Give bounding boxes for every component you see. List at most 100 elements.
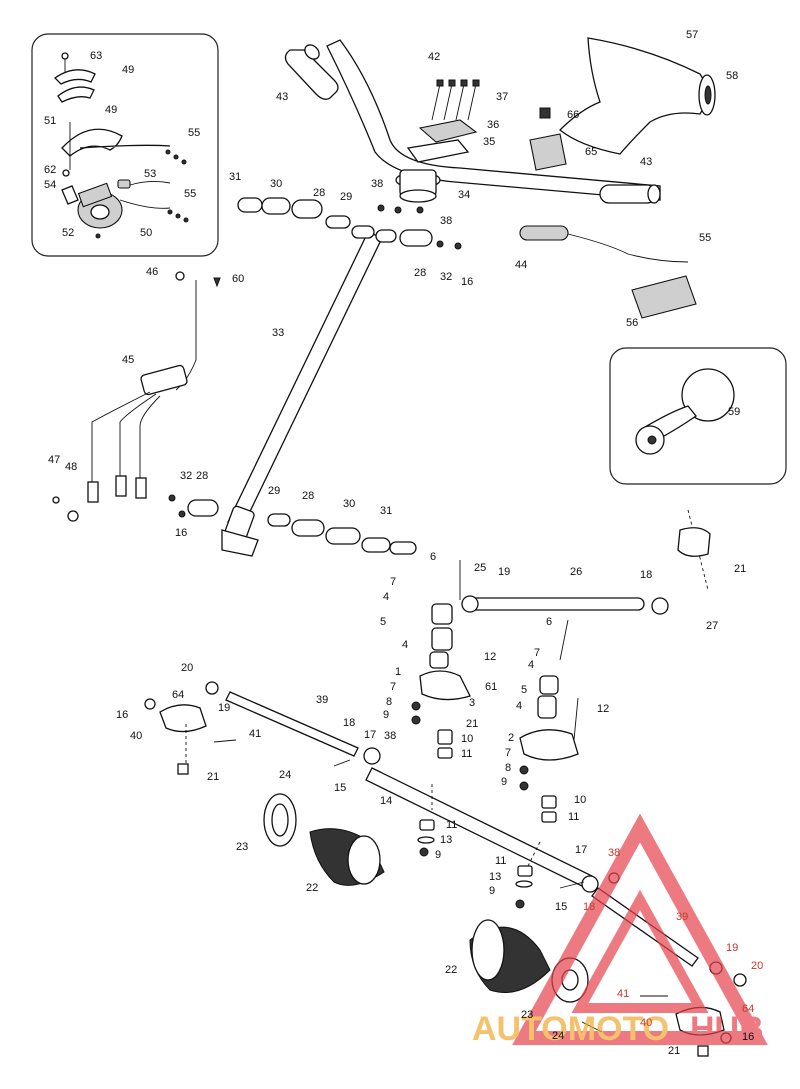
callout-10a: 10 (461, 733, 473, 745)
callout-28c: 28 (196, 470, 208, 482)
callout-9b: 9 (501, 776, 507, 788)
accessory-module (519, 225, 697, 319)
callout-65: 65 (585, 146, 597, 158)
callout-23b: 23 (521, 1009, 533, 1021)
callout-24a: 24 (279, 769, 291, 781)
callout-34: 34 (458, 189, 470, 201)
callout-28d: 28 (302, 490, 314, 502)
callout-11b: 11 (568, 811, 579, 823)
callout-15b: 15 (555, 901, 567, 913)
callout-26: 26 (570, 566, 582, 578)
callout-21c: 21 (207, 771, 219, 783)
callout-8a: 8 (386, 696, 392, 708)
callout-21b: 21 (466, 718, 478, 730)
callout-37: 37 (496, 91, 508, 103)
callout-64a: 64 (172, 689, 184, 701)
callout-16d: 16 (742, 1031, 754, 1043)
callout-17a: 17 (364, 729, 376, 741)
callout-18b: 18 (343, 717, 355, 729)
callout-54: 54 (44, 179, 56, 191)
callout-56: 56 (626, 317, 638, 329)
callout-1: 1 (395, 666, 401, 678)
callout-29a: 29 (340, 191, 352, 203)
callout-58: 58 (726, 70, 738, 82)
callout-29b: 29 (268, 485, 280, 497)
callout-7b: 7 (534, 647, 540, 659)
callout-55b: 55 (184, 188, 196, 200)
callout-11c: 11 (446, 819, 457, 831)
upper-linkage (237, 197, 462, 250)
callout-4b: 4 (402, 639, 408, 651)
callout-16c: 16 (116, 709, 128, 721)
callout-38a: 38 (371, 178, 383, 190)
callout-23a: 23 (236, 841, 248, 853)
callout-46: 46 (146, 266, 158, 278)
watermark-text-a: AUTOMOTO (472, 1010, 669, 1048)
callout-63: 63 (90, 50, 102, 62)
callout-43b: 43 (640, 156, 652, 168)
callout-12b: 12 (597, 703, 609, 715)
callout-45: 45 (122, 354, 134, 366)
callout-38c: 38 (384, 730, 396, 742)
callout-20b: 20 (751, 960, 763, 972)
callout-9a: 9 (383, 709, 389, 721)
callout-25: 25 (474, 562, 486, 574)
callout-38b: 38 (440, 215, 452, 227)
callout-19c: 19 (726, 942, 738, 954)
boot-left (263, 793, 385, 886)
cable-harness (52, 271, 221, 522)
center-stack (417, 784, 435, 857)
callout-12a: 12 (484, 651, 496, 663)
callout-40b: 40 (640, 1017, 652, 1029)
callout-21d: 21 (668, 1045, 680, 1057)
callout-32a: 32 (440, 271, 452, 283)
ergonomic-grip (559, 37, 716, 155)
callout-5a: 5 (380, 616, 386, 628)
callout-39b: 39 (676, 911, 688, 923)
callout-48: 48 (65, 461, 77, 473)
callout-36: 36 (487, 119, 499, 131)
callout-2: 2 (508, 732, 514, 744)
callout-15a: 15 (334, 782, 346, 794)
callout-32b: 32 (180, 470, 192, 482)
callout-24b: 24 (552, 1030, 564, 1042)
callout-31b: 31 (380, 505, 392, 517)
pivot-stack-left (411, 560, 471, 759)
callout-55c: 55 (699, 232, 711, 244)
callout-14: 14 (380, 795, 392, 807)
callout-9c: 9 (435, 849, 441, 861)
watermark: AUTOMOTO HUB (472, 813, 768, 1048)
callout-20a: 20 (181, 662, 193, 674)
callout-22a: 22 (306, 882, 318, 894)
callout-44: 44 (515, 259, 527, 271)
callout-39a: 39 (316, 694, 328, 706)
callout-55a: 55 (188, 127, 200, 139)
control-switch (529, 107, 567, 171)
callout-5b: 5 (521, 684, 527, 696)
callout-17b: 17 (575, 844, 587, 856)
handlebar (284, 39, 661, 204)
callout-18c: 18 (583, 901, 595, 913)
callout-3: 3 (469, 697, 475, 709)
watermark-text-b: HUB (690, 1010, 764, 1048)
pivot-stack-right (519, 619, 579, 823)
callout-8b: 8 (505, 762, 511, 774)
handlebar-clamp (395, 79, 480, 203)
callout-41b: 41 (617, 988, 629, 1000)
callout-61: 61 (485, 681, 497, 693)
callout-22b: 22 (445, 964, 457, 976)
callout-64b: 64 (742, 1003, 754, 1015)
callout-4a: 4 (383, 591, 389, 603)
callout-7a: 7 (390, 576, 396, 588)
callout-11a: 11 (461, 748, 472, 760)
callout-42: 42 (428, 51, 440, 63)
callout-28a: 28 (313, 187, 325, 199)
callout-7d: 7 (505, 747, 511, 759)
callout-13b: 13 (489, 871, 501, 883)
drag-rod-left (144, 681, 381, 775)
callout-27: 27 (706, 620, 718, 632)
inset-horn (609, 347, 787, 485)
callout-28b: 28 (414, 267, 426, 279)
